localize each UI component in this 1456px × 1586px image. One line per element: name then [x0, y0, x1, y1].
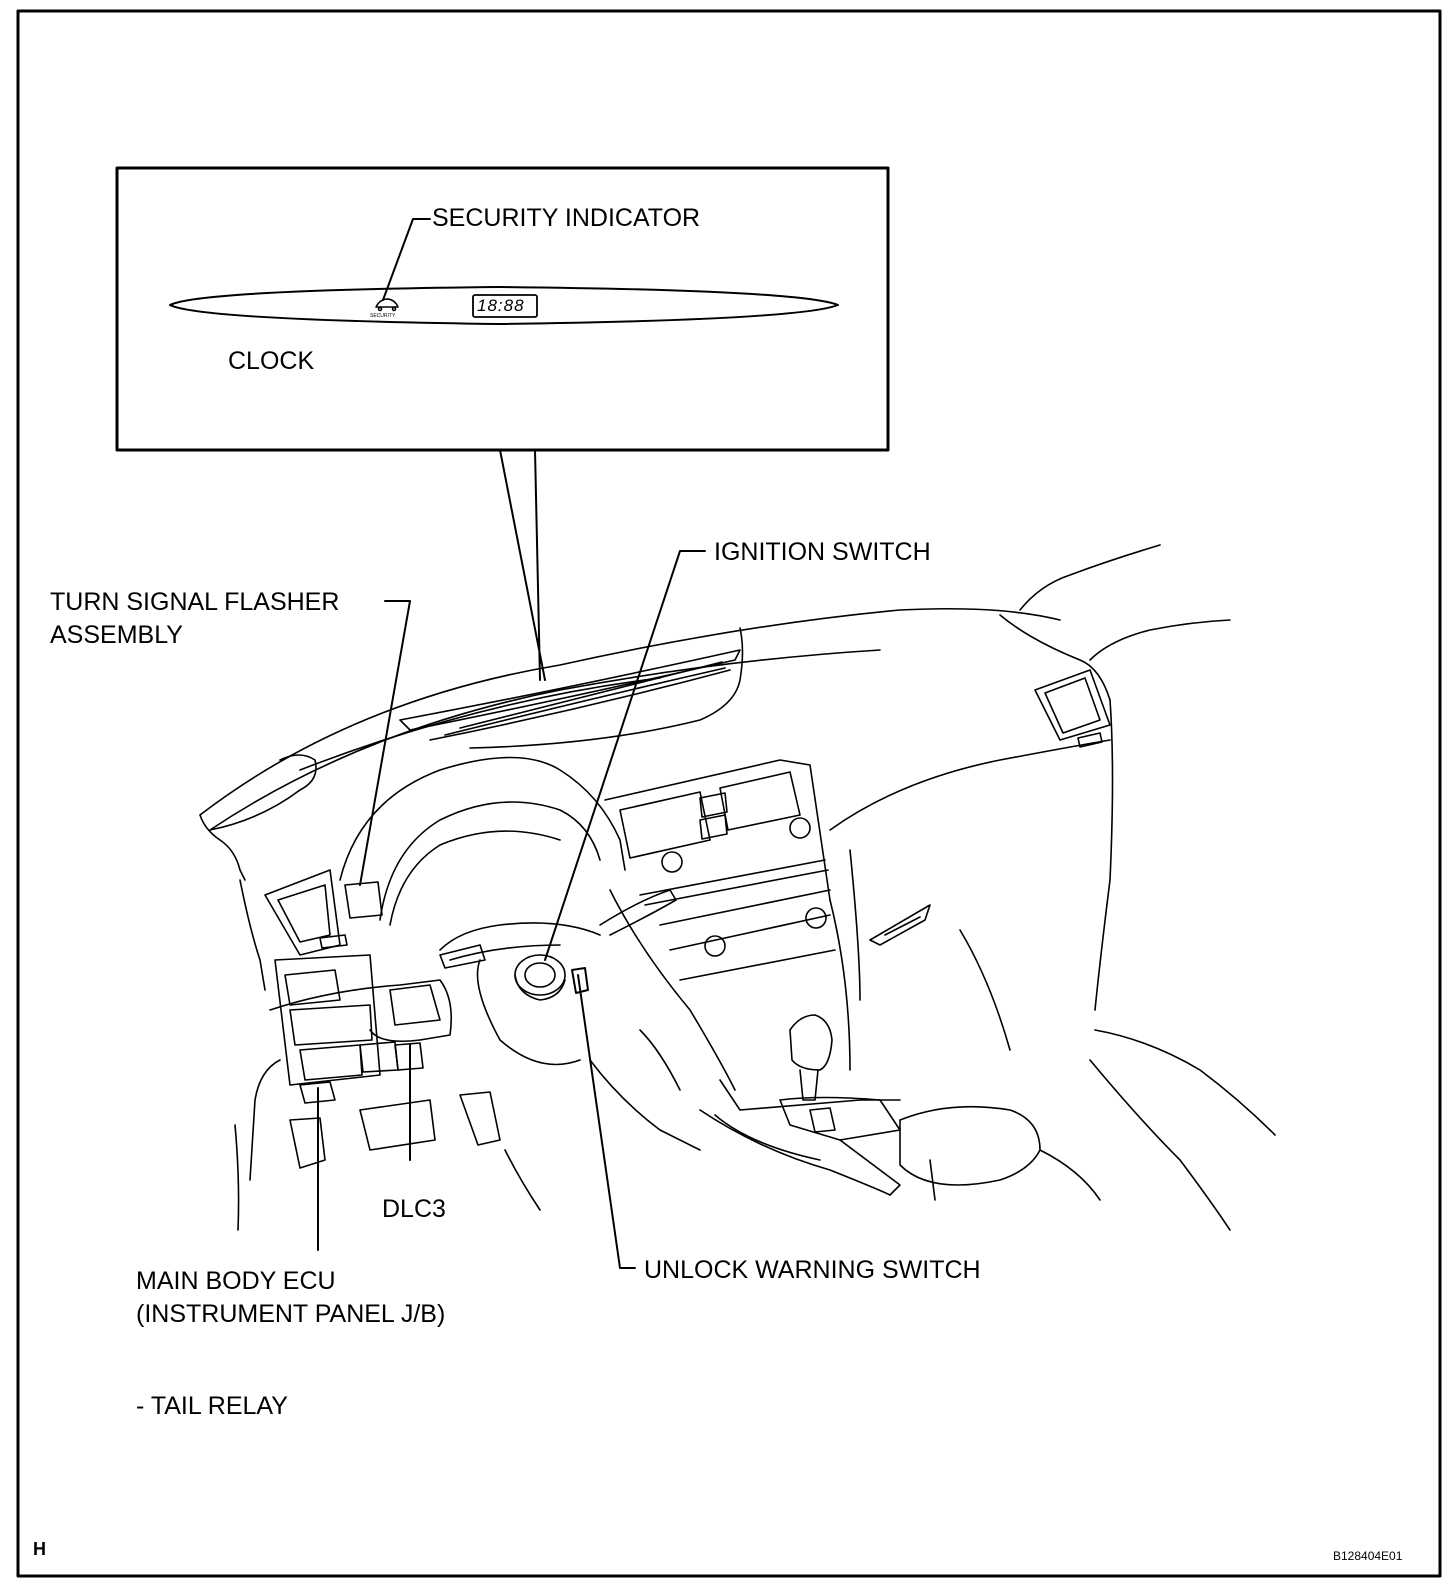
leader-lines: [317, 550, 706, 1269]
clock-display-box: [472, 294, 538, 318]
clock-panel-outline: [169, 286, 839, 325]
turn-signal-flasher-label-line2: ASSEMBLY: [50, 621, 183, 649]
turn-signal-leader: [359, 600, 411, 886]
ignition-switch-label: IGNITION SWITCH: [714, 538, 931, 566]
security-car-icon: [375, 298, 399, 312]
main-body-ecu-label-line2: (INSTRUMENT PANEL J/B): [136, 1300, 446, 1328]
outer-frame: [16, 9, 1442, 1578]
figure-code: B128404E01: [1333, 1549, 1403, 1563]
unlock-warning-leader: [577, 974, 636, 1269]
clock-label: CLOCK: [228, 347, 315, 375]
unlock-switch-part: [571, 967, 589, 994]
main-body-ecu-label-line1: MAIN BODY ECU: [136, 1267, 336, 1295]
unlock-warning-switch-label: UNLOCK WARNING SWITCH: [644, 1256, 981, 1284]
inset-box: [115, 166, 890, 452]
clock-digits: 18:88: [477, 296, 525, 315]
tail-relay-label: - TAIL RELAY: [136, 1392, 288, 1420]
inset-callout-line: [499, 449, 546, 681]
corner-mark: H: [33, 1539, 46, 1559]
dlc3-label: DLC3: [382, 1195, 446, 1223]
dashboard-lines: [199, 544, 1276, 1231]
security-tiny-text: SECURITY: [370, 313, 396, 319]
ignition-leader: [544, 550, 706, 961]
security-indicator-leader: [382, 218, 431, 301]
security-indicator-label: SECURITY INDICATOR: [432, 204, 701, 232]
turn-signal-flasher-label-line1: TURN SIGNAL FLASHER: [50, 588, 340, 616]
